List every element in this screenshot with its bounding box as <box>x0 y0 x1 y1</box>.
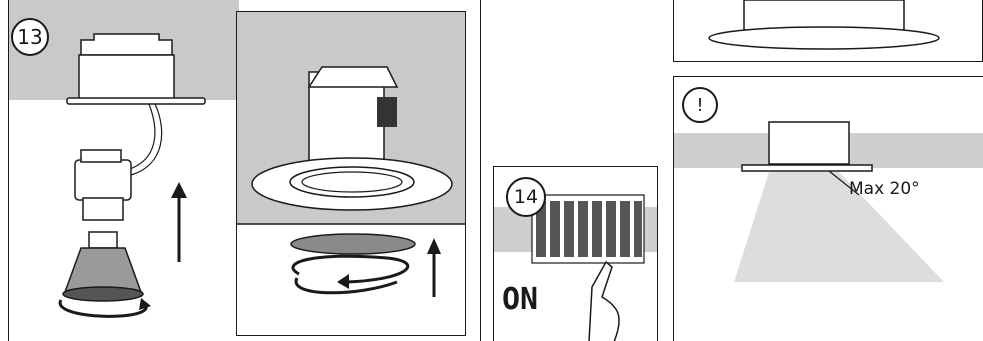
warning-panel: ! Max 20° <box>673 76 983 341</box>
step13-panel-trim <box>236 11 466 336</box>
connector-cap <box>81 150 121 162</box>
connector-base <box>83 198 123 220</box>
fixture-trim <box>709 27 939 49</box>
gu10-bulb <box>65 248 141 292</box>
up-arrowhead-icon <box>427 238 441 254</box>
bulb-insertion-illustration <box>9 0 239 341</box>
trim-ring <box>67 98 205 104</box>
lower-ring <box>291 234 415 254</box>
step-number-badge: 13 <box>11 18 49 56</box>
step-number-badge: 14 <box>506 177 546 217</box>
gu10-connector <box>75 160 131 200</box>
max-tilt-label: Max 20° <box>849 179 920 199</box>
step-number: 13 <box>17 25 42 49</box>
trim-installation-illustration <box>237 12 466 336</box>
lamp-clip <box>377 97 397 127</box>
circuit-breakers <box>532 195 644 263</box>
up-arrowhead-icon <box>171 182 187 198</box>
fixture-housing <box>769 122 849 164</box>
tilt-illustration <box>674 77 983 341</box>
step13-panel-bulb: 13 <box>8 0 239 341</box>
fixture-bottom-illustration <box>674 0 983 62</box>
wire <box>127 104 155 170</box>
rotate-arrow-icon <box>60 300 146 316</box>
switch-on-label: ON <box>502 282 538 317</box>
fixture-housing <box>81 34 172 55</box>
rotate-arrow-icon <box>293 256 408 282</box>
housing-body <box>79 55 174 100</box>
divider-line <box>480 0 481 341</box>
wire <box>131 104 162 175</box>
step14-panel: 14 ON <box>493 166 658 341</box>
step-number: 14 <box>514 186 538 208</box>
warning-icon: ! <box>696 95 703 116</box>
bulb-lens <box>63 287 143 301</box>
warning-badge: ! <box>682 87 718 123</box>
hand-pointer-icon <box>589 262 619 341</box>
fixture-top-panel <box>673 0 983 62</box>
bulb-pins <box>89 232 117 248</box>
fixture-trim <box>742 165 872 171</box>
